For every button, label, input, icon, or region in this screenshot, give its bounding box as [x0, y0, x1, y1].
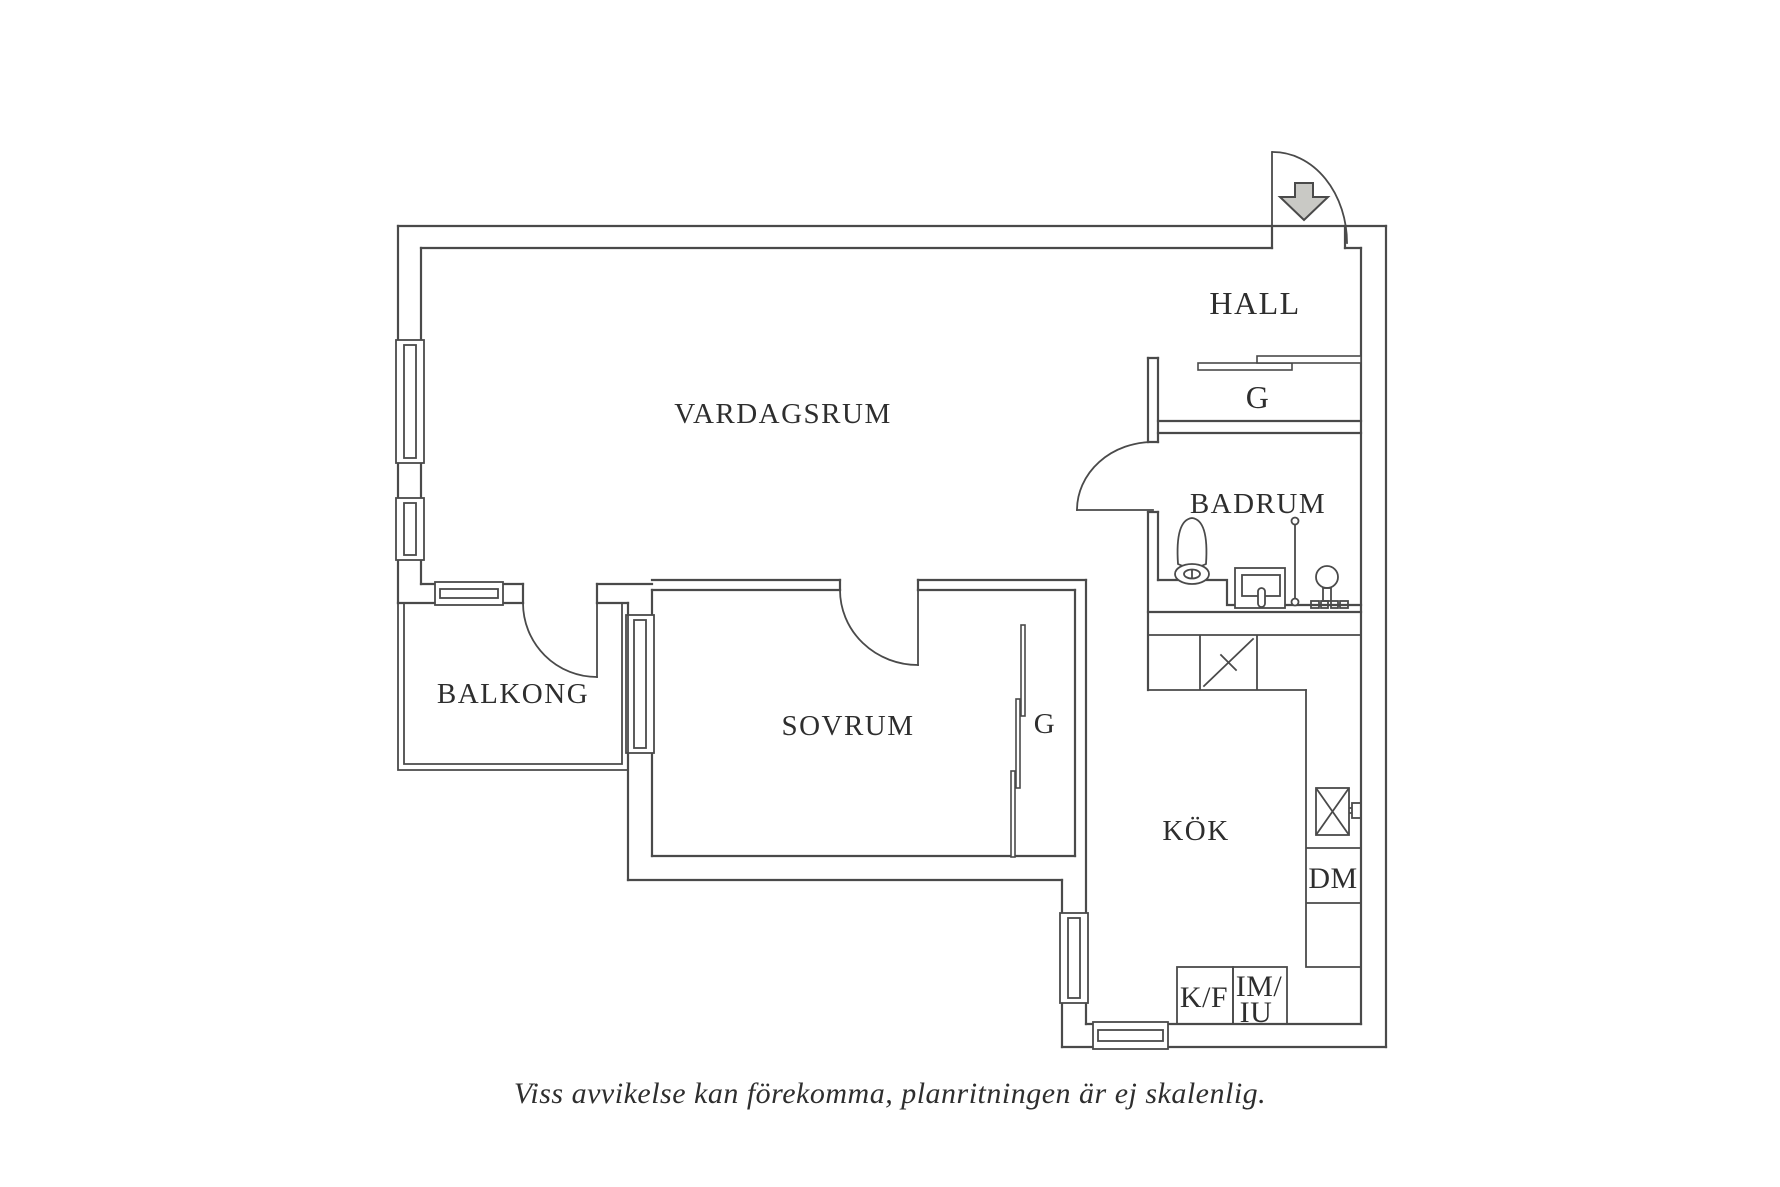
kitchen-counters [1147, 634, 1362, 968]
micro-oven-box [1232, 966, 1288, 1025]
window [1092, 1021, 1169, 1050]
label-badrum: BADRUM [1190, 488, 1326, 520]
label-kok: KÖK [1162, 815, 1229, 847]
balcony-railing [397, 602, 629, 771]
shower-rail-icon [1290, 516, 1300, 607]
entrance-arrow-icon [1277, 182, 1331, 222]
label-balkong: BALKONG [437, 678, 589, 710]
toilet-icon [1174, 517, 1210, 585]
windows [395, 339, 1169, 1050]
label-vardagsrum: VARDAGSRUM [674, 398, 892, 430]
room-labels: VARDAGSRUM HALL G BADRUM BALKONG SOVRUM … [437, 285, 1357, 1029]
kitchen-sink-icon [1315, 787, 1362, 836]
disclaimer-caption: Viss avvikelse kan förekomma, planritnin… [514, 1077, 1266, 1110]
outer-walls [396, 224, 1388, 1049]
bedroom-door-swing [839, 589, 919, 666]
tall-cabinet-icon [1202, 637, 1255, 688]
shower-mixer-icon [1310, 565, 1349, 609]
label-kf: K/F [1180, 981, 1228, 1014]
doors [522, 151, 1348, 678]
label-sovrum: SOVRUM [781, 710, 914, 742]
window [434, 581, 504, 606]
window [395, 497, 425, 561]
window [395, 339, 425, 464]
label-closet-hall: G [1246, 379, 1271, 415]
bedroom-wardrobe-sliding-doors [1010, 624, 1026, 858]
label-closet-sovrum: G [1034, 708, 1056, 740]
entrance-door-swing [1271, 151, 1348, 249]
window [625, 614, 655, 754]
balcony-door-swing [522, 602, 598, 678]
bathroom-door-swing [1076, 441, 1154, 511]
hall-closet-sliding-doors [1197, 355, 1362, 371]
bathroom-sink-icon [1234, 567, 1286, 609]
label-dm: DM [1308, 862, 1357, 895]
label-hall: HALL [1209, 285, 1300, 321]
label-imiu-line2: IU [1240, 996, 1273, 1029]
window [1059, 912, 1089, 1004]
label-imiu-line1: IM/ [1236, 970, 1283, 1003]
